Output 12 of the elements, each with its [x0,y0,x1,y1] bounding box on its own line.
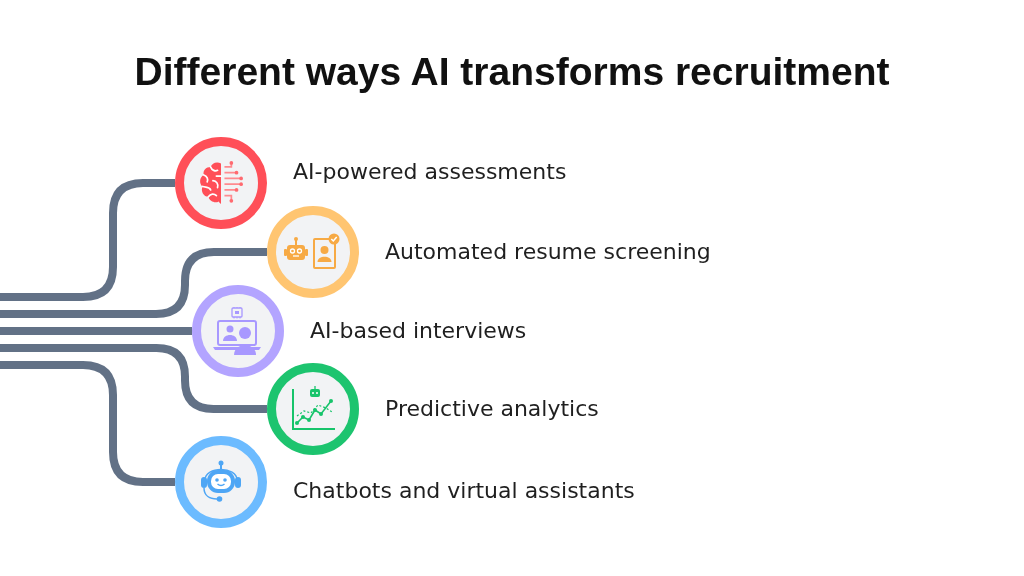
icon-circle [192,285,284,377]
title: Different ways AI transforms recruitment [134,49,890,95]
connector-line [0,248,267,318]
feature-label: Predictive analytics [385,395,599,423]
connector-line [0,344,267,413]
feature-label: AI-powered assessments [293,158,567,186]
connector-line [0,179,175,301]
connector-line [0,327,192,335]
feature-label: AI-based interviews [310,317,527,345]
connector-line [0,361,175,486]
feature-label: Automated resume screening [385,238,711,266]
feature-label: Chatbots and virtual assistants [293,477,635,505]
